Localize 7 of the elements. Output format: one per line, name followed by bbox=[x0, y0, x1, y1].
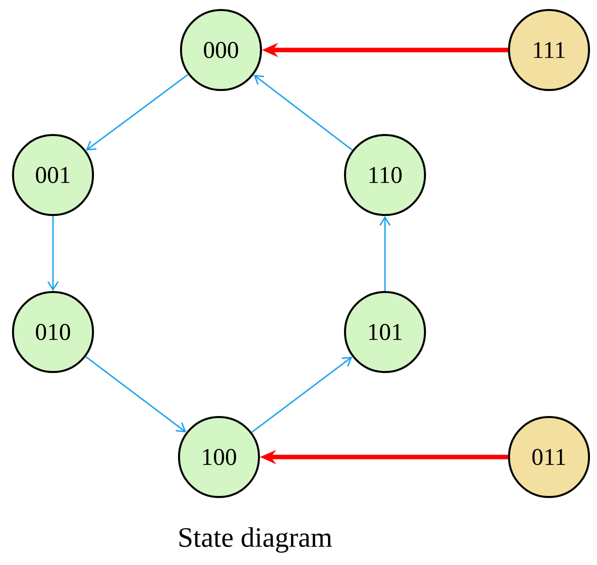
arrow bbox=[85, 356, 186, 432]
caption: State diagram bbox=[180, 527, 332, 553]
arrow bbox=[379, 216, 391, 291]
arrow bbox=[86, 74, 189, 151]
arrow bbox=[251, 356, 352, 433]
arrow bbox=[254, 74, 353, 151]
arrow bbox=[47, 216, 59, 291]
